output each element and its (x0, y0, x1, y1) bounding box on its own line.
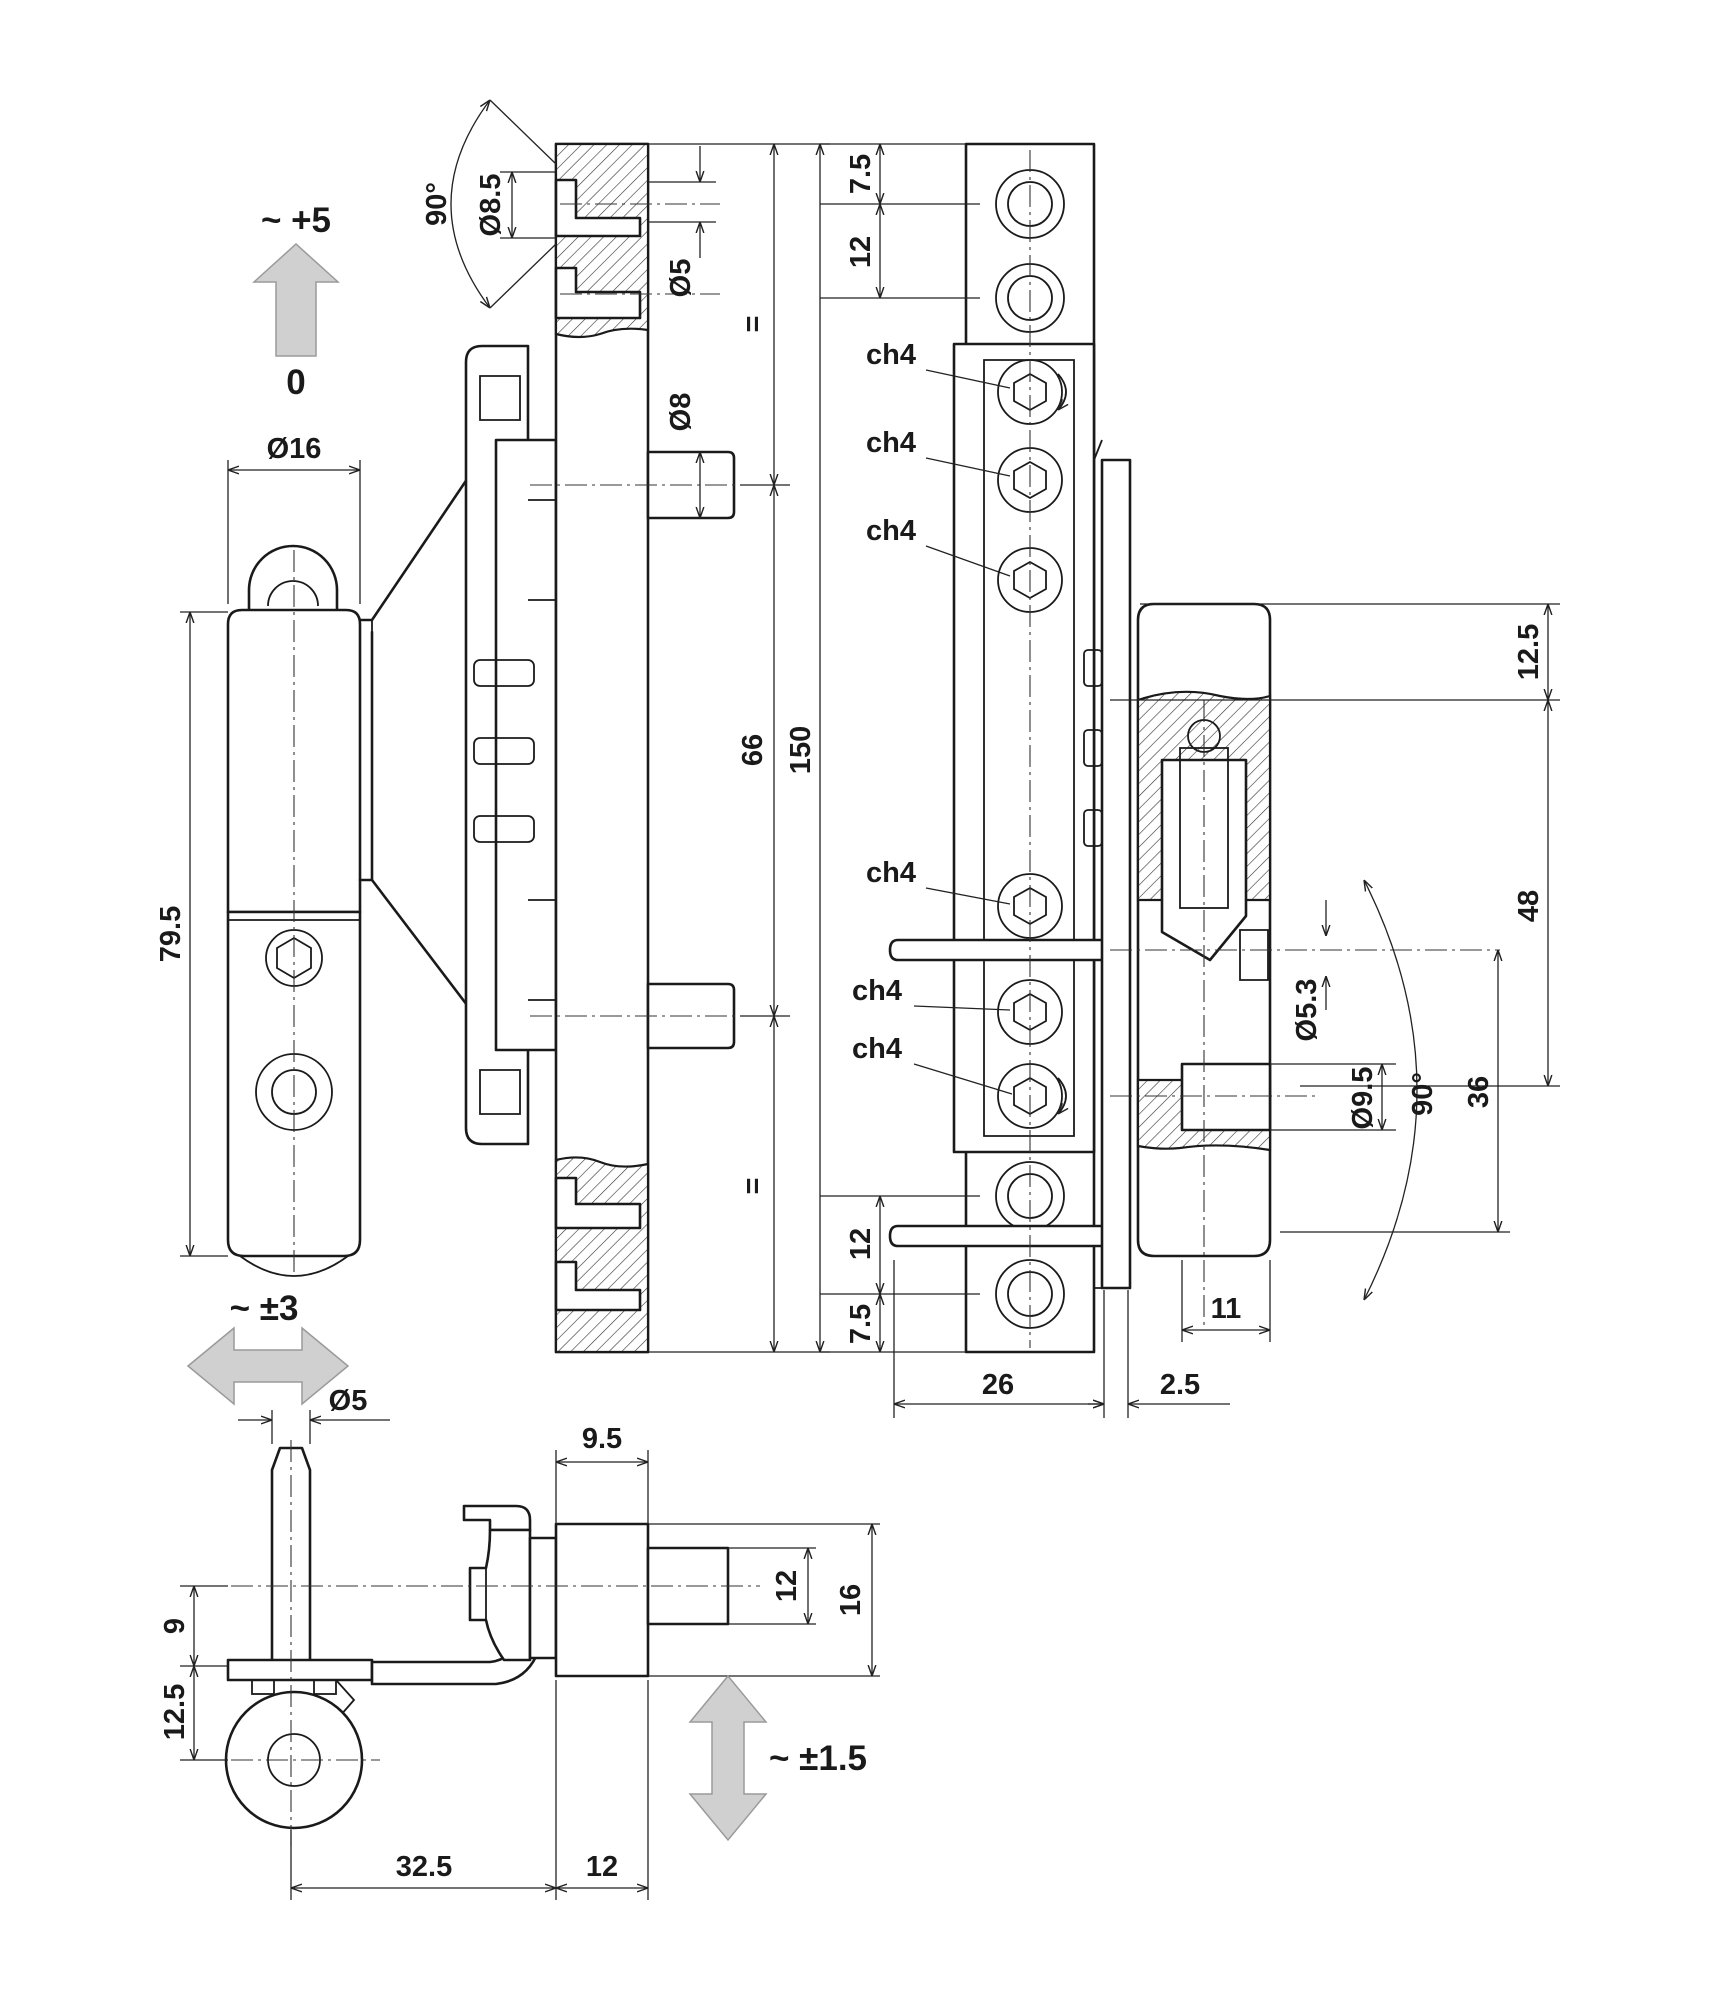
section-view (888, 142, 1500, 1354)
dim-top-9-5: 9.5 (582, 1423, 622, 1455)
compression-adjust: ~ ±1.5 (769, 1739, 867, 1778)
up-arrow-icon (252, 242, 340, 357)
height-adjust-zero: 0 (286, 363, 305, 402)
dim-gap-2-5: 2.5 (1160, 1369, 1200, 1401)
height-adjustment: ~ +5 0 (252, 201, 340, 402)
dim-total-length: 150 (785, 726, 817, 774)
dim-48: 48 (1513, 890, 1545, 922)
dim-top-pin-diameter: Ø5 (329, 1385, 368, 1417)
key-label-3: ch4 (866, 515, 916, 547)
dim-bottom-pitch: 12 (845, 1228, 877, 1260)
rotate-arrow-icon (1058, 1077, 1066, 1114)
dim-top-edge: 7.5 (845, 154, 877, 194)
dim-width-26: 26 (982, 1369, 1014, 1401)
key-label-4: ch4 (866, 857, 916, 889)
dim-12-5: 12.5 (1513, 624, 1545, 680)
dim-pin-diameter: Ø8 (665, 393, 697, 432)
up-down-arrow-icon (688, 1674, 768, 1842)
rotate-arrow-icon (1058, 373, 1066, 410)
dim-diameter-5-3: Ø5.3 (1291, 979, 1323, 1042)
dim-36: 36 (1463, 1076, 1495, 1108)
dim-equal-bottom: = (737, 1178, 769, 1195)
key-label-2: ch4 (866, 427, 916, 459)
dim-top-12: 12 (771, 1570, 803, 1602)
dim-pin-spacing: 66 (737, 734, 769, 766)
dim-top-32-5: 32.5 (396, 1851, 452, 1883)
key-label-1: ch4 (866, 339, 916, 371)
dim-diameter-9-5: Ø9.5 (1347, 1067, 1379, 1130)
dim-top-16: 16 (835, 1584, 867, 1616)
dim-barrel-length: 79.5 (155, 906, 187, 962)
dim-section-angle: 90° (1407, 1072, 1439, 1116)
dim-11: 11 (1211, 1293, 1242, 1325)
section-view-dimensions: 7.5 12 12 7.5 ch4 ch4 ch4 ch4 ch4 ch4 12… (820, 143, 1560, 1418)
dim-countersink-angle: 90° (421, 182, 453, 226)
front-view (226, 142, 760, 1354)
dim-top-pitch: 12 (845, 236, 877, 268)
dim-hole-diameter: Ø5 (665, 259, 697, 298)
left-right-arrow-icon (186, 1326, 350, 1406)
dim-barrel-diameter: Ø16 (267, 433, 322, 465)
key-label-6: ch4 (852, 1033, 902, 1065)
top-view: ~ ±3 Ø5 (186, 1289, 760, 1846)
front-view-dimensions: Ø16 79.5 90° Ø8.5 Ø5 Ø8 = 66 = (155, 100, 830, 1353)
dim-countersink-diameter: Ø8.5 (475, 174, 507, 237)
dim-top-12-5: 12.5 (159, 1684, 191, 1740)
lateral-adjust: ~ ±3 (230, 1289, 299, 1328)
dim-top-9: 9 (159, 1618, 191, 1634)
dim-bottom-edge: 7.5 (845, 1304, 877, 1344)
top-view-dimensions: 9.5 12 16 9 12.5 32.5 12 ~ ±1.5 (159, 1423, 880, 1900)
height-adjust-plus: ~ +5 (261, 201, 331, 240)
key-label-5: ch4 (852, 975, 902, 1007)
dim-equal-top: = (737, 316, 769, 333)
dim-top-12b: 12 (586, 1851, 618, 1883)
